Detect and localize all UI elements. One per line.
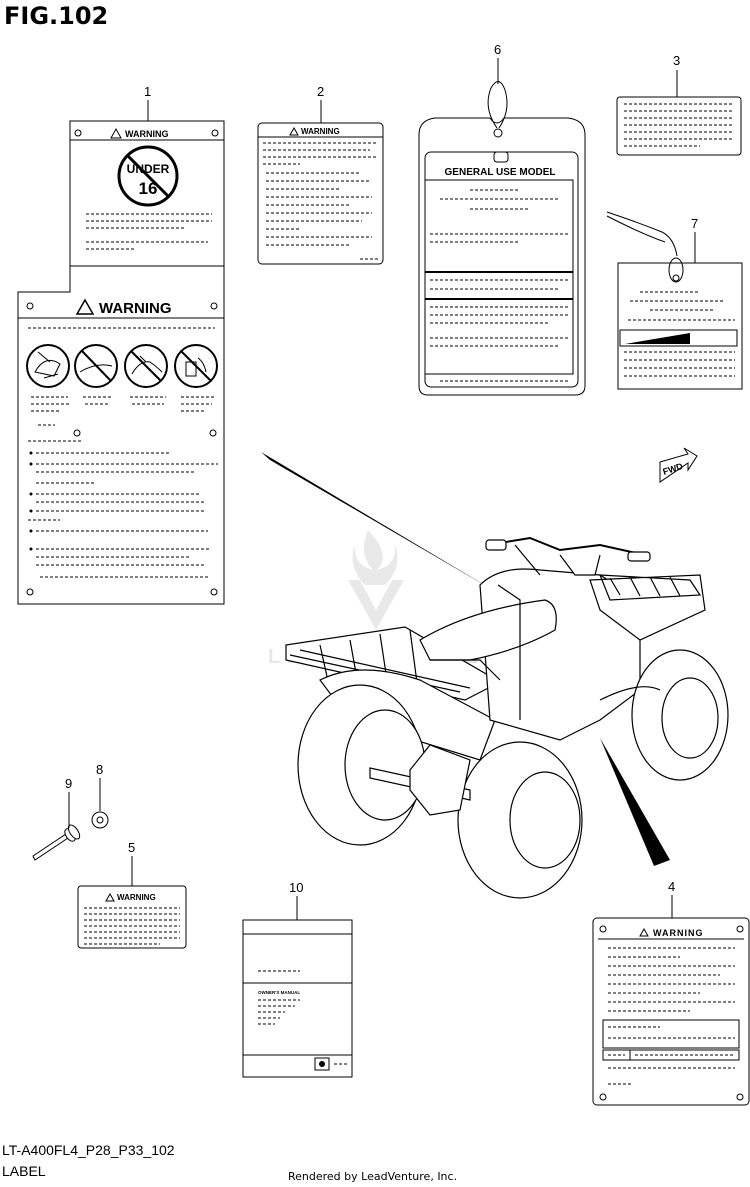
atv-illustration xyxy=(285,536,729,899)
label-3 xyxy=(616,96,742,156)
fwd-arrow-label: FWD xyxy=(659,447,698,483)
part-9-rivet xyxy=(32,824,81,861)
label-1-main-warning: WARNING xyxy=(99,300,172,317)
label-5-warning: WARNING xyxy=(77,885,187,949)
label-5-warning-text: WARNING xyxy=(117,893,156,902)
general-use-text: GENERAL USE MODEL xyxy=(445,167,556,178)
render-credit: Rendered by LeadVenture, Inc. xyxy=(288,1170,458,1183)
age-text: 16 xyxy=(139,179,158,198)
figure-title: FIG.102 xyxy=(4,2,109,30)
callout-4: 4 xyxy=(668,879,676,894)
label-1-top-warning: WARNING xyxy=(125,129,169,139)
figure-code: LT-A400FL4_P28_P33_102 xyxy=(2,1142,175,1158)
callout-6: 6 xyxy=(494,42,502,57)
owners-manual-text: OWNER'S MANUAL xyxy=(258,990,300,995)
callout-leaders xyxy=(68,58,696,920)
part-10-owners-manual: OWNER'S MANUAL xyxy=(242,919,353,1078)
callout-1: 1 xyxy=(144,84,152,99)
part-8-washer xyxy=(91,811,109,829)
label-7-tag xyxy=(606,211,743,390)
callout-8: 8 xyxy=(96,762,104,777)
label-2-warning-text: WARNING xyxy=(301,127,340,136)
callout-5: 5 xyxy=(128,840,136,855)
label-1-warning-under16: WARNING UNDER 16 WARNING xyxy=(17,120,225,605)
label-4-warning: WARNING xyxy=(592,917,750,1106)
callout-10: 10 xyxy=(289,880,304,895)
leader-wedge-4 xyxy=(600,738,670,866)
figure-name: LABEL xyxy=(2,1163,46,1179)
callout-2: 2 xyxy=(317,84,325,99)
label-4-warning-text: WARNING xyxy=(653,928,704,938)
leader-wedge-1 xyxy=(261,452,493,590)
label-2-warning: WARNING xyxy=(257,122,384,265)
callout-7: 7 xyxy=(691,216,699,231)
under-text: UNDER xyxy=(127,162,170,176)
label-6-hang-tag: GENERAL USE MODEL xyxy=(418,81,586,396)
callout-9: 9 xyxy=(65,776,73,791)
callout-3: 3 xyxy=(673,53,681,68)
